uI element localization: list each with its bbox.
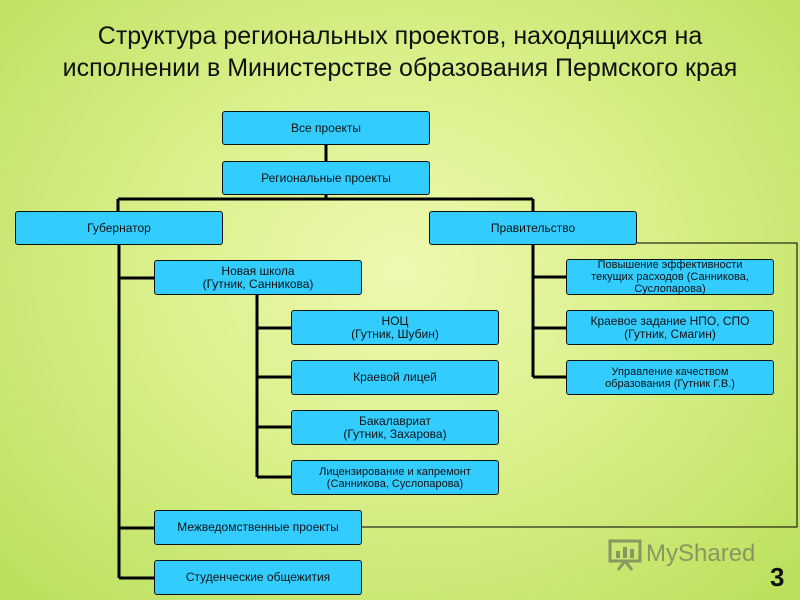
- node-dorms: Студенческие общежития: [154, 560, 362, 595]
- node-bachelor: Бакалавриат (Гутник, Захарова): [291, 410, 499, 445]
- watermark-logo: MyShared: [608, 537, 755, 571]
- node-interagency: Межведомственные проекты: [154, 510, 362, 545]
- node-regional-projects: Региональные проекты: [222, 161, 430, 195]
- node-all-projects: Все проекты: [222, 111, 430, 145]
- node-efficiency: Повышение эффективности текущих расходов…: [566, 259, 774, 295]
- title-line-1: Структура региональных проектов, находящ…: [97, 22, 703, 50]
- node-new-school: Новая школа (Гутник, Санникова): [154, 260, 362, 295]
- title-line-2: исполнении в Министерстве образования Пе…: [62, 54, 738, 82]
- watermark-text: MyShared: [646, 540, 756, 567]
- node-lyceum: Краевой лицей: [291, 360, 499, 395]
- page-number: 3: [770, 562, 785, 592]
- node-noc: НОЦ (Гутник, Шубин): [291, 310, 499, 345]
- slide-title: Структура региональных проектов, находящ…: [0, 20, 800, 84]
- node-government: Правительство: [429, 211, 637, 245]
- node-governor: Губернатор: [15, 211, 223, 245]
- node-npo-spo: Краевое задание НПО, СПО (Гутник, Смагин…: [566, 310, 774, 345]
- node-quality: Управление качеством образования (Гутник…: [566, 360, 774, 395]
- node-licensing: Лицензирование и капремонт (Санникова, С…: [291, 460, 499, 495]
- presentation-icon: [608, 539, 642, 571]
